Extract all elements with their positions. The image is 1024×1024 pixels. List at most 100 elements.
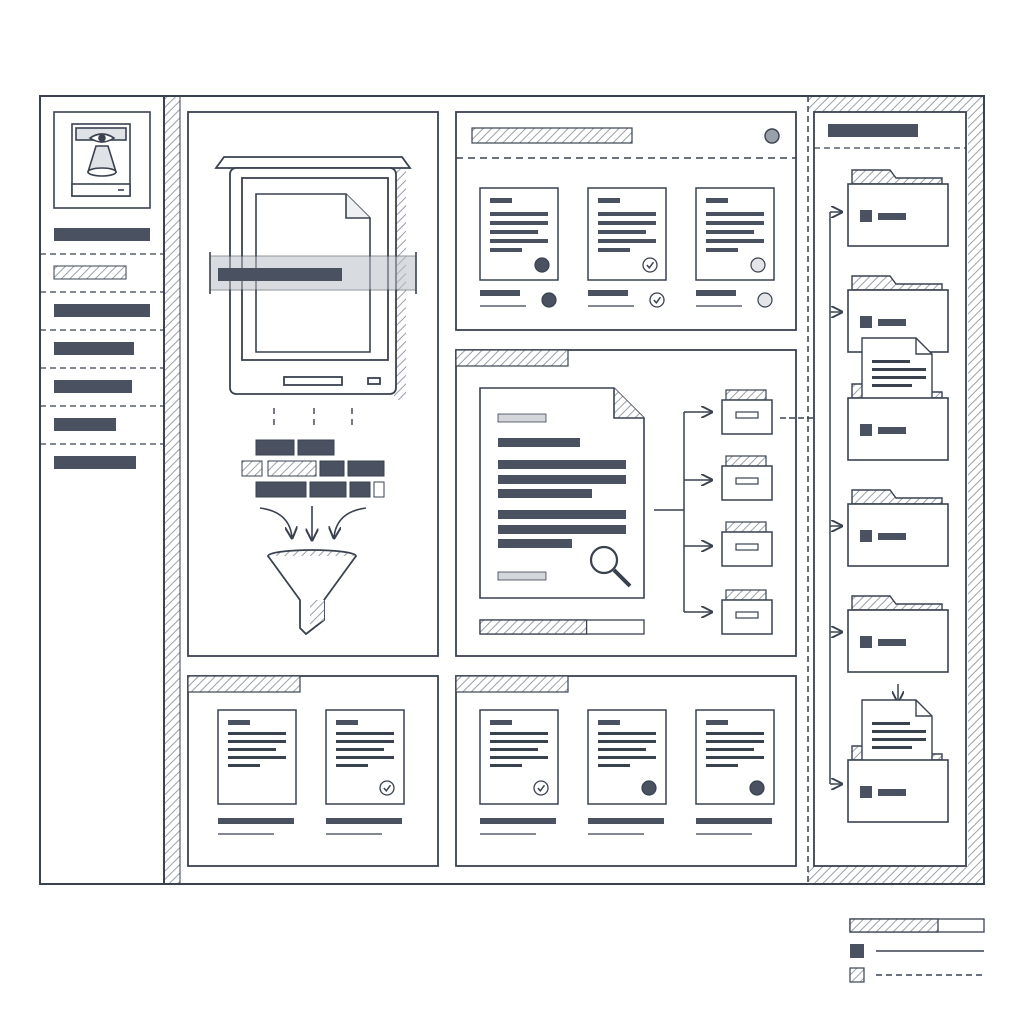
document-card-line <box>228 756 286 759</box>
review-panel <box>455 111 797 331</box>
document-card-caption <box>696 818 772 824</box>
document-card-line <box>336 740 394 743</box>
classification-tab <box>455 349 569 367</box>
drawer-handle <box>735 411 759 419</box>
document-card-line <box>598 740 656 743</box>
review-card-line <box>598 230 646 234</box>
document-card-heading <box>336 720 358 725</box>
sidebar-nav-label <box>54 418 116 431</box>
document-card[interactable] <box>325 709 405 835</box>
folder-label-square <box>860 636 872 648</box>
document-card-line <box>706 732 764 735</box>
folder-label-bar <box>878 213 906 220</box>
bottom-middle-panel <box>455 675 797 867</box>
drawer-icon[interactable] <box>721 521 773 567</box>
folder-label-bar <box>878 533 906 540</box>
classification-progress <box>479 619 645 635</box>
review-card-line <box>490 239 548 243</box>
review-card-line <box>598 248 630 252</box>
document-card-line <box>336 756 394 759</box>
document-card[interactable] <box>695 709 775 835</box>
document-card-heading <box>598 720 620 725</box>
review-card-caption <box>588 290 628 296</box>
document-card-line <box>228 740 286 743</box>
review-card-line <box>598 212 656 216</box>
document-card-line <box>490 764 522 767</box>
check-icon <box>533 780 549 796</box>
folder-label-bar <box>878 639 906 646</box>
document-card-line <box>336 732 394 735</box>
document-card-heading <box>490 720 512 725</box>
review-card[interactable] <box>479 187 559 308</box>
status-filled-icon <box>534 257 550 273</box>
check-icon <box>642 257 658 273</box>
archive-connector <box>829 212 898 784</box>
folder-label-square <box>860 424 872 436</box>
sidebar-nav-item[interactable] <box>54 304 150 317</box>
sidebar-logo[interactable] <box>53 111 151 209</box>
routing-lines <box>654 412 712 612</box>
archive-title-bar <box>828 124 918 137</box>
funnel-arrows <box>259 506 367 540</box>
document-card-line <box>706 748 754 751</box>
document-card[interactable] <box>479 709 559 835</box>
sidebar-nav-item[interactable] <box>54 456 136 469</box>
document-card-line <box>598 732 656 735</box>
drawer-icon[interactable] <box>721 389 773 435</box>
scanner-panel <box>187 111 439 657</box>
legend-hatched-entry <box>849 967 984 983</box>
gutter-left <box>163 95 181 885</box>
document-card-heading <box>706 720 728 725</box>
drawer-handle <box>735 611 759 619</box>
review-card[interactable] <box>695 187 775 308</box>
document-card-line <box>490 756 548 759</box>
drawer-icon[interactable] <box>721 455 773 501</box>
review-card-caption <box>480 290 520 296</box>
drawer-handle <box>735 477 759 485</box>
drawer-icon[interactable] <box>721 589 773 635</box>
sidebar-nav-item[interactable] <box>54 342 134 355</box>
review-card[interactable] <box>587 187 667 308</box>
sidebar-nav-label <box>54 456 136 469</box>
bottom-middle-tab <box>455 675 569 693</box>
review-card-line <box>598 221 656 225</box>
review-panel-status-dot[interactable] <box>764 128 780 144</box>
folder-icon[interactable] <box>847 595 949 673</box>
folder-icon[interactable] <box>847 699 949 823</box>
review-card-heading <box>598 198 620 203</box>
sidebar-nav-item[interactable] <box>54 228 150 241</box>
document-card[interactable] <box>587 709 667 835</box>
gutter-right-bottom <box>808 866 984 884</box>
legend <box>849 918 985 983</box>
document-card-caption <box>326 818 402 824</box>
funnel-icon <box>267 549 357 636</box>
classified-document-lines <box>497 413 626 581</box>
gutter-right-top <box>808 96 984 112</box>
review-card-line <box>490 212 548 216</box>
status-empty-icon <box>757 292 773 308</box>
bottom-left-tab <box>187 675 301 693</box>
review-card-line <box>706 239 764 243</box>
folder-icon[interactable] <box>847 489 949 567</box>
document-card-line <box>706 764 738 767</box>
folder-icon[interactable] <box>847 169 949 247</box>
folder-icon[interactable] <box>847 337 949 461</box>
check-icon <box>649 292 665 308</box>
document-card-line <box>228 732 286 735</box>
review-card-caption <box>696 290 736 296</box>
document-card[interactable] <box>217 709 297 835</box>
sidebar-nav-item[interactable] <box>54 418 116 431</box>
archive-panel <box>813 111 967 867</box>
magnifier-icon <box>589 545 632 588</box>
bottom-left-cards <box>217 709 405 835</box>
review-cards <box>479 187 775 308</box>
drawer-stack <box>721 389 773 635</box>
document-card-line <box>336 764 368 767</box>
document-card-line <box>706 740 764 743</box>
legend-solid-entry <box>850 944 984 958</box>
scanner-eye-icon <box>71 123 131 197</box>
folder-label-bar <box>878 427 906 434</box>
sidebar-nav-item[interactable] <box>53 265 127 280</box>
document-card-line <box>490 732 548 735</box>
sidebar-nav-item[interactable] <box>54 380 132 393</box>
